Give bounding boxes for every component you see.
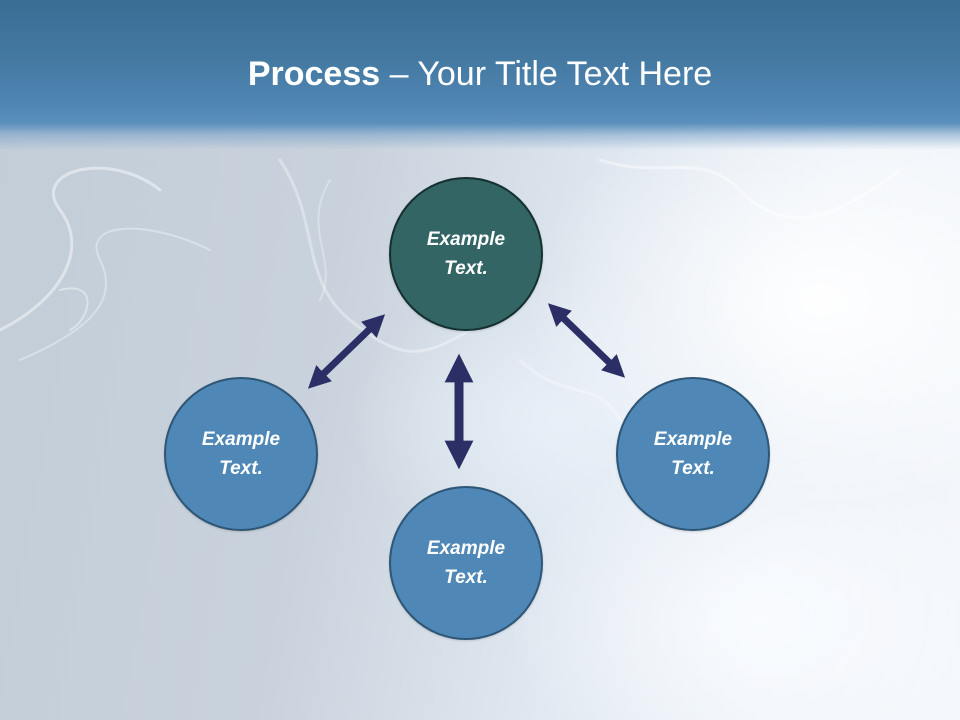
slide-title: Process – Your Title Text Here (0, 52, 960, 96)
title-separator: – (380, 55, 418, 93)
node-left-label: Example Text. (201, 429, 281, 479)
node-left: Example Text. (164, 377, 318, 531)
node-right-label: Example Text. (653, 429, 733, 479)
title-bold-part: Process (247, 55, 381, 93)
title-banner (0, 0, 960, 150)
title-text-part: Your Title Text Here (417, 55, 713, 93)
node-top-label: Example Text. (426, 229, 506, 279)
node-right: Example Text. (616, 377, 770, 531)
arrow-top-right (547, 303, 626, 378)
node-bottom: Example Text. (389, 486, 543, 640)
arrow-top-left (307, 314, 386, 389)
node-bottom-label: Example Text. (426, 538, 506, 588)
node-top: Example Text. (389, 177, 543, 331)
